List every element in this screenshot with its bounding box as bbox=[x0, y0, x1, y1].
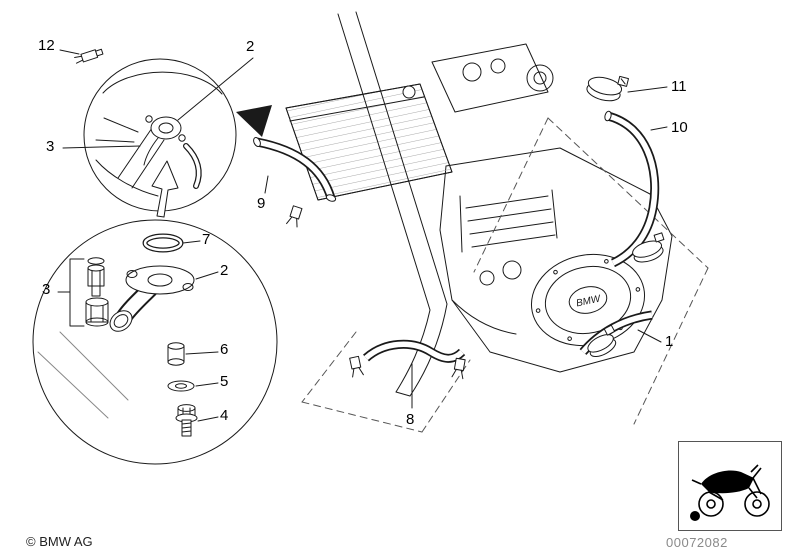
bushing bbox=[167, 342, 185, 366]
callout-2-lower-label[interactable]: 2 bbox=[220, 262, 229, 279]
pointer-arrow bbox=[236, 105, 272, 137]
temp-sensor-icon bbox=[74, 48, 104, 64]
callout-1-label[interactable]: 1 bbox=[665, 333, 674, 350]
hose-8 bbox=[363, 339, 466, 363]
radiator bbox=[285, 83, 453, 201]
callout-8-label[interactable]: 8 bbox=[406, 411, 415, 428]
callout-10-label[interactable]: 10 bbox=[671, 119, 688, 136]
clip-fastener-b bbox=[349, 355, 364, 378]
callout-11-label[interactable]: 11 bbox=[671, 78, 687, 95]
clip-fastener-a bbox=[286, 205, 303, 228]
engine-drawing: BMW bbox=[285, 11, 673, 397]
thermostat-elbow bbox=[109, 265, 195, 332]
bolt bbox=[175, 404, 198, 437]
frame-tube bbox=[337, 11, 448, 397]
hose-9 bbox=[253, 136, 337, 202]
diagram-number: 00072082 bbox=[666, 535, 728, 550]
hose-10 bbox=[604, 110, 660, 268]
selection-dot bbox=[690, 511, 700, 521]
callout-2-top-label[interactable]: 2 bbox=[246, 38, 255, 55]
callout-9-label[interactable]: 9 bbox=[257, 195, 266, 212]
vehicle-thumbnail[interactable] bbox=[678, 441, 782, 531]
callout-4-label[interactable]: 4 bbox=[220, 407, 229, 424]
detail-circle-bottom bbox=[32, 219, 278, 465]
engine-logo-text: BMW bbox=[575, 293, 603, 309]
callout-3-top-label[interactable]: 3 bbox=[46, 138, 55, 155]
projection-lines bbox=[301, 117, 709, 433]
clip-fastener-c bbox=[451, 357, 466, 380]
clamp-11 bbox=[586, 75, 629, 102]
clamp-hose1 bbox=[587, 324, 617, 357]
clamp-hose10 bbox=[632, 232, 665, 263]
leader-lines bbox=[57, 49, 668, 422]
up-arrow bbox=[151, 160, 179, 218]
washer bbox=[167, 380, 195, 392]
callout-5-label[interactable]: 5 bbox=[220, 373, 229, 390]
copyright-text: © BMW AG bbox=[26, 534, 93, 549]
callout-7-label[interactable]: 7 bbox=[202, 231, 211, 248]
callout-12-label[interactable]: 12 bbox=[38, 37, 55, 54]
motorcycle-icon bbox=[690, 464, 770, 521]
sensor-stack bbox=[85, 257, 109, 327]
callout-6-label[interactable]: 6 bbox=[220, 341, 229, 358]
callout-3-lower-label[interactable]: 3 bbox=[42, 281, 51, 298]
